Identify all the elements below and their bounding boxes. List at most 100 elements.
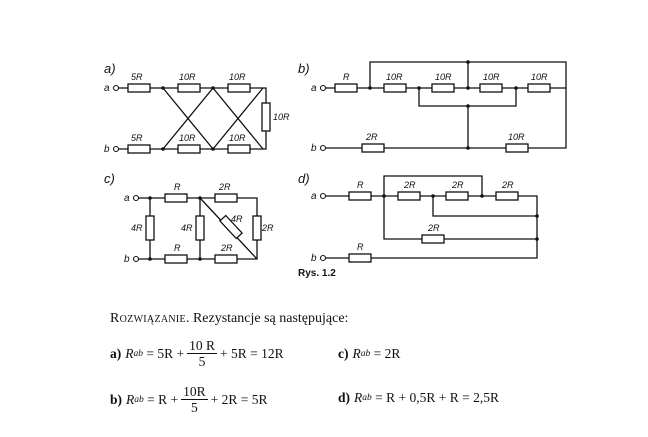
panel-d: d) a b R 2R 2R 2R 2R R	[298, 171, 539, 264]
resistor	[177, 144, 201, 154]
junction-node	[480, 194, 484, 198]
equation-lhs: R	[125, 345, 134, 361]
resistor-label: R	[357, 242, 364, 252]
equation-label: c)	[338, 346, 349, 361]
resistor-label: 10R	[273, 112, 290, 122]
equation-term: = R + 0,5R + R = 2,5R	[375, 390, 499, 405]
resistor	[505, 143, 529, 153]
junction-node	[211, 86, 215, 90]
junction-node	[431, 194, 435, 198]
junction-node	[466, 60, 470, 64]
fraction-numerator: 10R	[181, 384, 208, 400]
resistor-label: 4R	[181, 223, 193, 233]
resistor-label: 2R	[218, 182, 231, 192]
terminal-node	[112, 145, 120, 153]
equation-lhs: R	[354, 390, 363, 405]
solution-heading-text: . Rezystancje są następujące:	[185, 311, 349, 326]
terminal-node	[319, 192, 327, 200]
terminal-b: b	[104, 144, 110, 155]
resistor	[252, 215, 262, 241]
equation-subscript: ab	[133, 348, 144, 359]
shunt-wires	[383, 196, 537, 240]
resistor	[334, 83, 358, 93]
terminal-b: b	[311, 253, 317, 264]
junction-node	[535, 214, 539, 218]
fraction-denominator: 5	[198, 354, 206, 369]
panel-c-label: c)	[104, 171, 115, 186]
resistor-label: 10R	[435, 72, 452, 82]
junction-node	[417, 86, 421, 90]
equation-term: = 5R +	[146, 345, 185, 361]
panel-a: a) a b 5R 10R 10R 5R 10R 10R 10R	[104, 61, 290, 155]
resistor	[195, 215, 205, 241]
bridge-wire	[418, 88, 517, 148]
resistor	[421, 234, 445, 244]
terminal-node	[319, 254, 327, 262]
top-loop	[383, 175, 483, 196]
resistor-label: 4R	[231, 214, 243, 224]
panel-d-label: d)	[298, 171, 310, 186]
resistor-label: 10R	[386, 72, 403, 82]
junction-node	[514, 86, 518, 90]
resistor	[397, 191, 421, 201]
terminal-b: b	[124, 254, 130, 265]
terminal-node	[112, 84, 120, 92]
panel-b: b) a b R 10R 10R 10R 10R 2R 10R	[298, 60, 567, 154]
resistor-label: R	[174, 182, 181, 192]
equation-label: b)	[110, 391, 123, 407]
wire	[325, 87, 567, 149]
resistor-label: 10R	[531, 72, 548, 82]
equation-subscript: ab	[360, 349, 371, 359]
equation-subscript: ab	[362, 393, 372, 403]
resistor-label: 10R	[229, 133, 246, 143]
equation-label: a)	[110, 345, 122, 361]
resistor-label: 5R	[131, 133, 143, 143]
panel-a-label: a)	[104, 61, 116, 76]
cross-wires	[162, 87, 264, 150]
junction-node	[148, 257, 152, 261]
resistor	[479, 83, 503, 93]
resistor-label: 10R	[229, 72, 246, 82]
resistor	[348, 253, 372, 263]
terminal-a: a	[311, 83, 317, 94]
equation-lhs: R	[352, 346, 361, 361]
equation-lhs: R	[126, 391, 135, 407]
resistor	[214, 254, 238, 264]
junction-node	[466, 146, 470, 150]
fraction-denominator: 5	[191, 400, 198, 415]
resistor	[527, 83, 551, 93]
junction-node	[161, 86, 165, 90]
equation-subscript: ab	[134, 394, 144, 405]
resistor-label: 4R	[131, 223, 143, 233]
resistor	[445, 191, 469, 201]
resistor-label: R	[357, 180, 364, 190]
equation-term: + 5R = 12R	[220, 345, 284, 361]
equation-term: + 2R = 5R	[210, 391, 268, 407]
resistor	[227, 144, 251, 154]
junction-node	[535, 237, 539, 241]
resistor	[127, 144, 151, 154]
junction-node	[148, 196, 152, 200]
terminal-a: a	[104, 83, 110, 94]
resistor-label: 2R	[220, 243, 233, 253]
resistor-label: 2R	[427, 223, 440, 233]
resistor-label: 2R	[261, 223, 274, 233]
resistor-label: 2R	[501, 180, 514, 190]
resistor-label: 2R	[365, 132, 378, 142]
resistor-label: 10R	[508, 132, 525, 142]
panel-b-label: b)	[298, 61, 310, 76]
resistor	[145, 215, 155, 241]
fraction-numerator: 10 R	[187, 338, 217, 354]
equation-term: = 2R	[373, 346, 401, 361]
junction-node	[161, 147, 165, 151]
terminal-node	[319, 84, 327, 92]
terminal-b: b	[311, 143, 317, 154]
resistor	[348, 191, 372, 201]
wire	[149, 197, 258, 260]
resistor-label: 2R	[403, 180, 416, 190]
junction-node	[198, 196, 202, 200]
